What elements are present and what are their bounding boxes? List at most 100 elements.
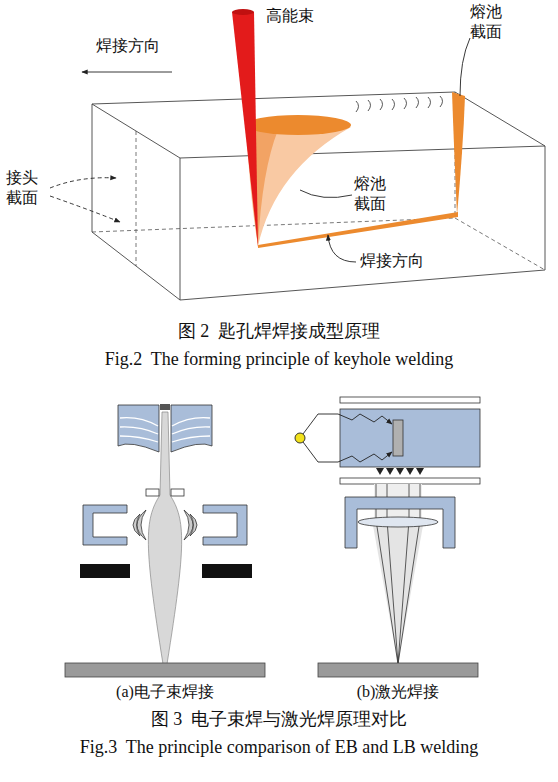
cathode-block [118, 405, 159, 452]
field-line [172, 427, 210, 434]
energy-beam [232, 12, 258, 247]
magnetic-lens [203, 505, 247, 545]
focusing-head [345, 497, 455, 548]
panel-label: (a)电子束焊接 [65, 682, 265, 702]
laser-output [376, 468, 384, 475]
pump-lamp [295, 414, 392, 462]
magnetic-lens [83, 505, 127, 545]
field-line [120, 427, 158, 434]
pump-lamp [295, 433, 305, 443]
pump-lamp [300, 438, 338, 462]
weld-ripple [368, 100, 371, 111]
block-edge [180, 146, 545, 158]
anode-plate [146, 489, 184, 496]
mirror-plate [340, 478, 480, 484]
energy-beam [232, 9, 254, 15]
figure-caption: 图 3 电子束焊与激光焊原理对比 [0, 708, 558, 731]
section-label: 熔池 截面 [470, 2, 508, 42]
laser-output [406, 468, 414, 475]
weld-ripple [356, 101, 359, 112]
laser-beam [376, 484, 420, 664]
molten-pool [245, 115, 351, 135]
direction-label: 焊接方向 [360, 251, 450, 271]
weld-seam [452, 92, 465, 215]
leader-line [82, 72, 172, 73]
weld-ripple [428, 97, 431, 108]
weld-ripple [440, 96, 443, 107]
field-line [172, 436, 210, 442]
anode-plate [146, 489, 159, 496]
block-edge [92, 104, 93, 232]
pump-lamp [338, 452, 392, 462]
block-edge [545, 146, 546, 270]
magnetic-lens [190, 514, 197, 536]
pump-lamp [300, 414, 338, 438]
block-edge [180, 270, 545, 300]
electron-beam [148, 412, 181, 670]
focusing-head [345, 497, 455, 548]
laser-rod [393, 420, 403, 456]
pump-lamp [338, 414, 392, 424]
mirror-plate [340, 397, 480, 403]
workpiece [65, 663, 265, 677]
laser-output [376, 468, 424, 475]
magnetic-lens [184, 510, 193, 540]
weld-ripple [416, 97, 419, 108]
block-edge [92, 92, 455, 104]
magnetic-lens [133, 514, 140, 536]
hidden-edge [136, 131, 137, 266]
deflection-coil [80, 564, 252, 578]
weld-ripple [356, 96, 443, 112]
field-line [120, 418, 158, 426]
block-edge [455, 92, 545, 146]
weld-ripple [380, 99, 383, 110]
leader-line [50, 38, 470, 262]
figure-caption: 图 2 匙孔焊焊接成型原理 [0, 320, 558, 343]
field-line [120, 436, 158, 442]
molten-pool [246, 123, 351, 246]
deflection-coil [80, 564, 130, 578]
mirror-plate [340, 397, 480, 484]
electron-beam [148, 404, 181, 670]
electron-beam [160, 404, 170, 410]
figure-caption: Fig.3 The principle comparison of EB and… [0, 736, 558, 759]
deflection-coil [202, 564, 252, 578]
section-label: 接头 截面 [6, 168, 44, 208]
cathode-block [171, 405, 212, 452]
laser-beam [376, 484, 398, 664]
leader-line [50, 196, 120, 222]
leader-line [300, 190, 352, 198]
hidden-edge [92, 92, 545, 270]
beam-label: 高能束 [266, 6, 336, 26]
direction-label: 焊接方向 [96, 36, 186, 56]
weld-ripple [404, 98, 407, 109]
section-label: 熔池 截面 [354, 174, 392, 214]
laser-output [396, 468, 404, 475]
block-edge [92, 92, 545, 300]
workpiece [318, 663, 478, 677]
leader-line [50, 178, 116, 188]
hidden-edge [455, 218, 545, 270]
block-edge [92, 104, 180, 158]
block-edge [180, 158, 181, 300]
molten-pool [245, 115, 351, 246]
weld-seam [258, 212, 458, 248]
laser-beam [387, 484, 398, 664]
magnetic-lens [83, 505, 247, 545]
leader-line [460, 38, 470, 96]
magnetic-lens [137, 510, 146, 540]
laser-beam [372, 520, 424, 664]
energy-beam [232, 9, 258, 247]
focusing-head [358, 517, 438, 527]
block-edge [92, 232, 180, 300]
panel-label: (b)激光焊接 [298, 682, 498, 702]
laser-beam [398, 484, 420, 664]
leader-line [328, 235, 356, 262]
laser-output [386, 468, 394, 475]
laser-cavity [340, 409, 480, 467]
laser-beam [398, 484, 409, 664]
weld-ripple [392, 99, 395, 110]
laser-output [416, 468, 424, 475]
